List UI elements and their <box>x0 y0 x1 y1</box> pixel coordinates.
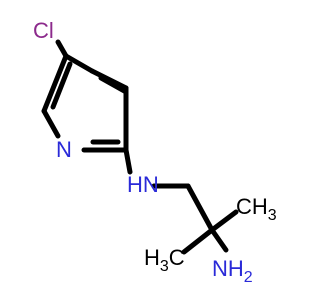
bond-c2-nh <box>123 147 133 175</box>
bond-c4-c3 <box>89 68 129 91</box>
bond-ch2-cq <box>185 183 215 233</box>
bond-c6-c5 <box>41 53 69 114</box>
bond-n1-c6 <box>41 108 61 139</box>
bond-c5-c4 <box>63 53 95 74</box>
bond-lines <box>41 39 239 255</box>
atom-cl: Cl <box>33 18 54 43</box>
atom-labels: Cl N HN CH3 H3C NH2 <box>33 18 277 286</box>
bond-cq-ch3-right <box>209 209 239 233</box>
atom-ch3-left-sub: 3 <box>160 258 169 275</box>
bond-cq-nh2 <box>209 227 229 253</box>
structure-diagram: Cl N HN CH3 H3C NH2 <box>33 18 277 286</box>
bond-c6-c5-double <box>50 61 73 110</box>
atom-nh2-sub: 2 <box>244 269 253 286</box>
atom-ch3-left-main: H <box>144 245 160 270</box>
atom-nh2: NH2 <box>212 256 253 286</box>
atom-ch3-right-sub: 3 <box>268 207 277 224</box>
atom-ch3-right-main: CH <box>236 194 268 219</box>
bond-cq-ch3-left <box>181 227 215 255</box>
atom-ch3-right: CH3 <box>236 194 277 224</box>
atom-nh2-main: NH <box>212 256 244 281</box>
atom-ch3-left: H3C <box>144 245 185 275</box>
molecule-canvas: Cl N HN CH3 H3C NH2 <box>33 18 277 286</box>
atom-ch3-left-tail: C <box>169 245 185 270</box>
atom-nh: HN <box>127 172 159 197</box>
atom-n-ring: N <box>56 137 72 162</box>
bond-cl-c5 <box>55 39 69 59</box>
bond-c4-c3-double <box>98 75 129 95</box>
